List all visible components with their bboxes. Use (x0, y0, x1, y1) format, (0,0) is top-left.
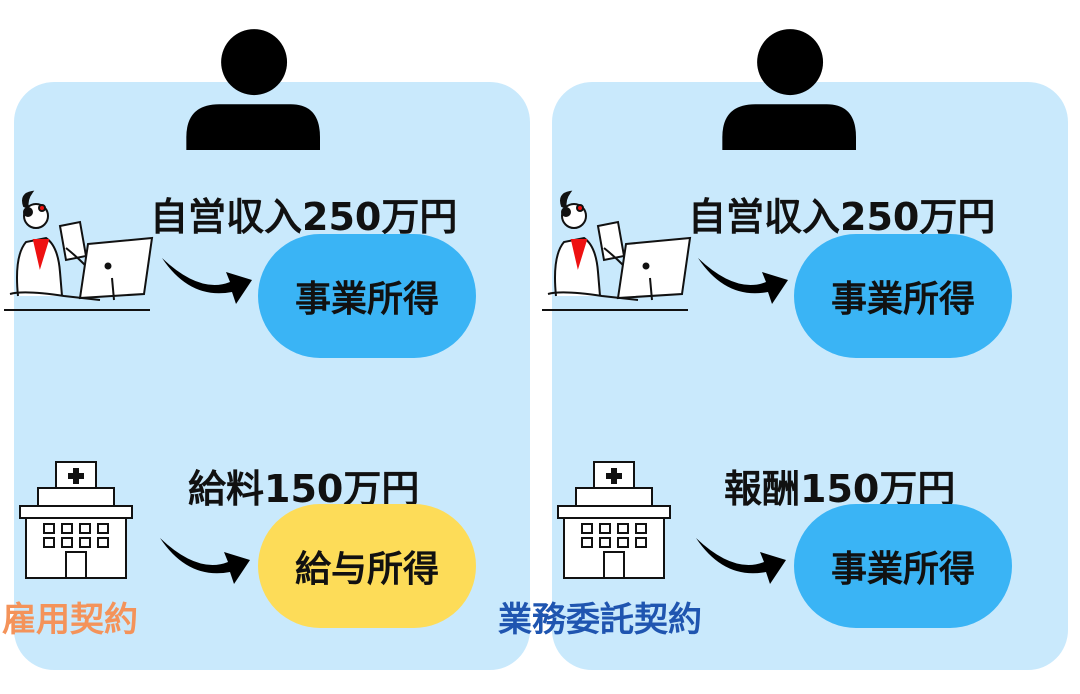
hospital-icon (19, 461, 133, 579)
income-type-pill: 事業所得 (794, 234, 1012, 358)
contract-label: 雇用契約 (2, 600, 138, 640)
income-type-pill: 給与所得 (258, 504, 476, 628)
income-label: 自営収入250万円 (688, 195, 996, 239)
income-label: 報酬150万円 (724, 467, 956, 511)
income-type-pill: 事業所得 (258, 234, 476, 358)
income-label: 給料150万円 (188, 467, 420, 511)
arrow-icon (698, 258, 788, 304)
hospital-icon (557, 461, 671, 579)
person-icon (186, 29, 320, 150)
woman-at-computer-icon (542, 190, 692, 311)
income-type-text: 事業所得 (294, 279, 439, 320)
woman-at-computer-icon (4, 190, 154, 311)
contract-label: 業務委託契約 (498, 600, 702, 640)
income-type-text: 事業所得 (830, 279, 975, 320)
person-icon (722, 29, 856, 150)
income-type-text: 事業所得 (830, 549, 975, 590)
arrow-icon (696, 538, 786, 584)
income-label: 自営収入250万円 (150, 195, 458, 239)
arrow-icon (160, 538, 250, 584)
income-type-pill: 事業所得 (794, 504, 1012, 628)
income-type-text: 給与所得 (294, 549, 439, 590)
arrow-icon (162, 258, 252, 304)
